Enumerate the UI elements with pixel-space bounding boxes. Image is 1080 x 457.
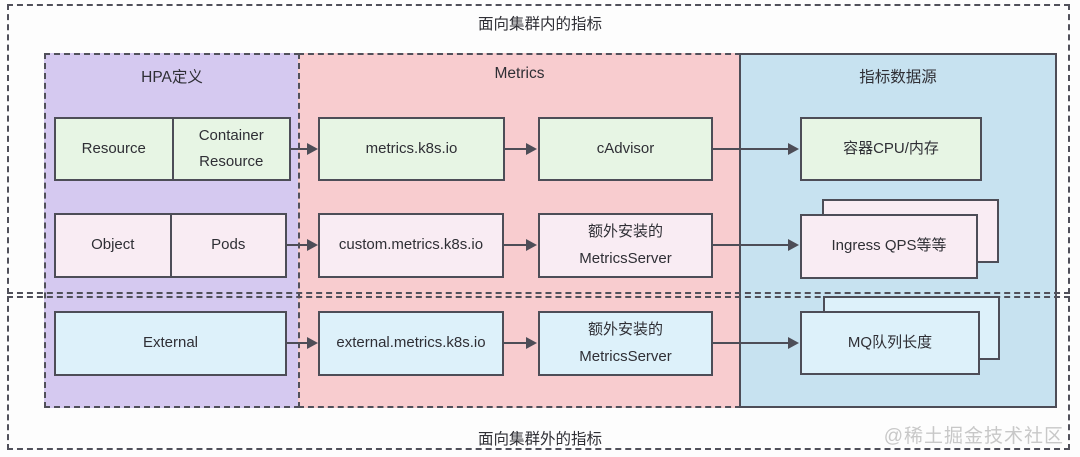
arrow-row3-collector-to-source (712, 336, 799, 350)
node-metrics-server-external: 额外安装的 MetricsServer (538, 311, 713, 376)
node-container-cpu-memory-label: 容器CPU/内存 (843, 139, 939, 157)
node-container-resource: Container Resource (171, 119, 290, 179)
arrow-row1-hpa-to-api (289, 142, 318, 156)
node-external-label: External (142, 334, 199, 352)
node-mq-queue-length-label: MQ队列长度 (847, 333, 933, 351)
arrow-row2-hpa-to-api (287, 238, 318, 252)
watermark: @稀土掘金技术社区 (883, 426, 1064, 447)
node-metrics-k8s-io: metrics.k8s.io (318, 117, 505, 181)
node-metrics-server-external-line2: MetricsServer (579, 347, 672, 365)
node-metrics-server-custom-line2: MetricsServer (579, 249, 672, 267)
arrow-row3-hpa-to-api (287, 336, 318, 350)
cluster-external-region-label: 面向集群外的指标 (477, 431, 602, 448)
node-custom-metrics-k8s-io: custom.metrics.k8s.io (318, 213, 504, 278)
arrow-row2-collector-to-source (712, 238, 799, 252)
arrow-row3-api-to-collector (503, 336, 537, 350)
node-cadvisor-label: cAdvisor (596, 139, 655, 157)
arrow-row1-api-to-collector (503, 142, 537, 156)
node-external-metrics-k8s-io: external.metrics.k8s.io (318, 311, 504, 376)
node-cadvisor: cAdvisor (538, 117, 713, 181)
node-ingress-qps-label: Ingress QPS等等 (831, 237, 947, 255)
node-external-metrics-k8s-io-label: external.metrics.k8s.io (336, 334, 486, 352)
node-metrics-server-custom-line1: 额外安装的 (587, 223, 663, 241)
node-object-pods: Object Pods (54, 213, 287, 278)
node-resource: Resource (81, 139, 146, 157)
node-resource-container-resource: Resource Container Resource (54, 117, 291, 181)
node-mq-queue-length: MQ队列长度 (800, 311, 980, 375)
column-metrics-title: Metrics (494, 65, 545, 82)
node-ingress-qps: Ingress QPS等等 (800, 214, 978, 279)
node-metrics-k8s-io-label: metrics.k8s.io (365, 139, 458, 157)
column-metric-sources-title: 指标数据源 (859, 69, 937, 86)
node-container-cpu-memory: 容器CPU/内存 (800, 117, 982, 181)
arrow-row2-api-to-collector (503, 238, 537, 252)
node-metrics-server-external-line1: 额外安装的 (587, 321, 663, 339)
node-metrics-server-custom: 额外安装的 MetricsServer (538, 213, 713, 278)
arrow-row1-collector-to-source (712, 142, 799, 156)
node-pods: Pods (169, 215, 286, 276)
node-object: Object (91, 236, 135, 254)
column-hpa-definition-title: HPA定义 (141, 69, 203, 86)
node-external: External (54, 311, 287, 376)
cluster-internal-region-label: 面向集群内的指标 (477, 16, 602, 33)
node-custom-metrics-k8s-io-label: custom.metrics.k8s.io (338, 236, 484, 254)
